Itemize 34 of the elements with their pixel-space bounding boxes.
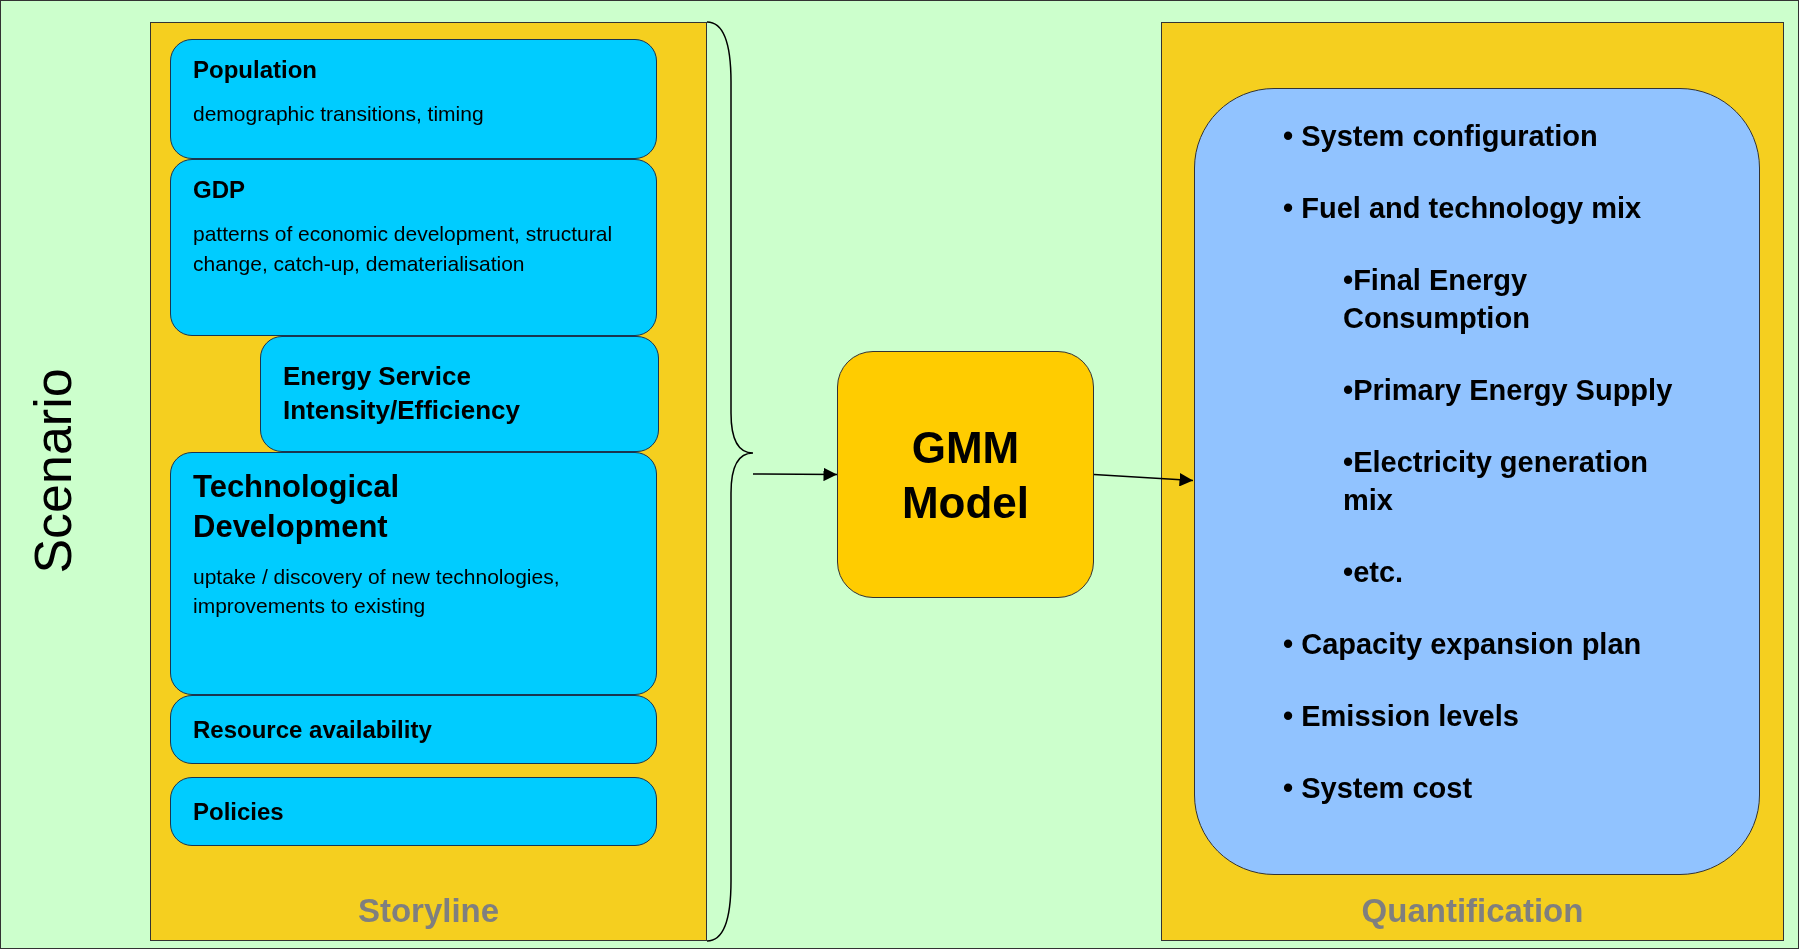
card-description: demographic transitions, timing <box>193 101 485 128</box>
factor-card <box>170 452 657 695</box>
output-item: •Electricity generation mix <box>1343 445 1650 518</box>
arrow <box>1093 472 1194 487</box>
card-title: Resource availability <box>193 714 433 745</box>
factor-card <box>170 159 657 336</box>
model-box <box>837 351 1094 598</box>
panel-label: Storyline <box>356 892 501 930</box>
output-item: • System cost <box>1283 771 1474 806</box>
output-item: •Primary Energy Supply <box>1343 373 1674 408</box>
card-title: Population <box>193 55 318 85</box>
panel-label: Quantification <box>1360 892 1585 930</box>
model-label: GMM Model <box>900 421 1031 529</box>
card-description: uptake / discovery of new technologies, improvements to existing <box>193 563 561 619</box>
output-item: • System configuration <box>1283 119 1599 154</box>
output-item: •etc. <box>1343 555 1405 590</box>
output-list-box <box>1194 88 1760 875</box>
output-item: • Emission levels <box>1283 699 1520 734</box>
arrow <box>752 467 838 482</box>
section-panel <box>150 22 707 941</box>
factor-card <box>170 39 657 159</box>
card-title: Energy Service Intensity/Efficiency <box>283 360 521 427</box>
card-description: patterns of economic development, structural change, catch-up, dematerialisation <box>193 221 614 277</box>
factor-card <box>260 336 659 452</box>
factor-card <box>170 777 657 846</box>
factor-card <box>170 695 657 764</box>
section-panel <box>1161 22 1784 941</box>
card-title: Policies <box>193 796 285 827</box>
card-title: GDP <box>193 175 246 205</box>
output-item: • Fuel and technology mix <box>1283 191 1643 226</box>
card-title: Technological Development <box>193 468 401 547</box>
output-item: •Final Energy Consumption <box>1343 263 1531 336</box>
scenario-label: Scenario <box>23 368 83 574</box>
output-item: • Capacity expansion plan <box>1283 627 1643 662</box>
